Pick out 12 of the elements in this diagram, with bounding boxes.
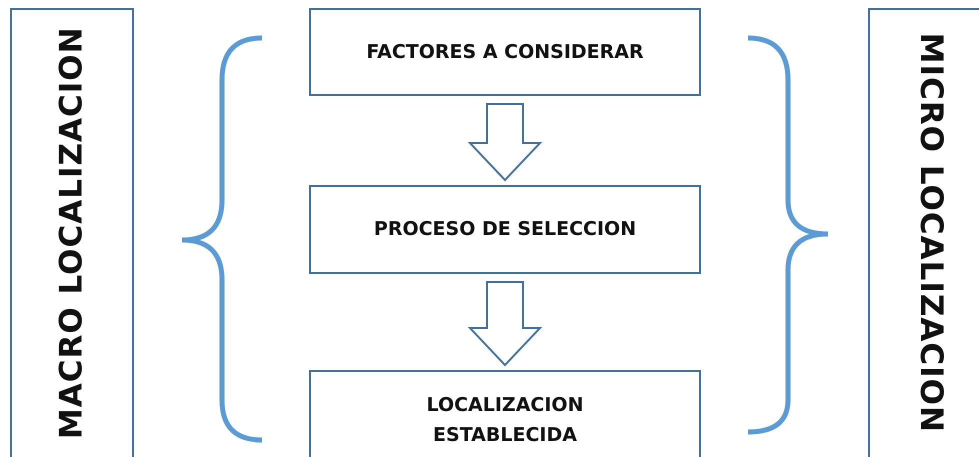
block-arrow	[468, 103, 542, 182]
process-box	[309, 370, 701, 457]
side-panel	[10, 8, 134, 457]
process-box	[309, 8, 701, 96]
block-arrow	[468, 281, 542, 366]
box-label: FACTORES A CONSIDERAR	[366, 40, 644, 65]
vertical-label: MACRO LOCALIZACION	[52, 26, 90, 440]
side-panel	[868, 8, 979, 457]
box-label: PROCESO DE SELECCION	[374, 217, 636, 242]
process-box	[309, 185, 701, 274]
box-label: LOCALIZACION ESTABLECIDA	[426, 392, 584, 448]
vertical-label: MICRO LOCALIZACION	[912, 32, 950, 434]
